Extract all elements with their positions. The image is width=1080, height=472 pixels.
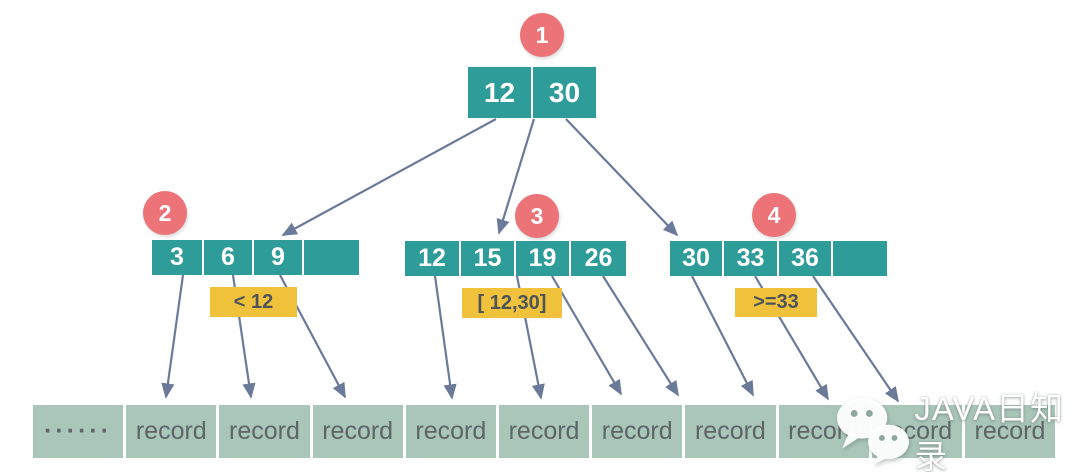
record-cell: record [219, 405, 310, 458]
key-cell: 30 [533, 67, 596, 118]
key-cell: 15 [461, 241, 514, 276]
key-cell-empty [833, 241, 887, 276]
key-cell: 3 [152, 240, 202, 275]
record-cell: record [405, 405, 496, 458]
record-cell: record [312, 405, 403, 458]
root-node: 12 30 [468, 67, 596, 118]
key-cell-empty [304, 240, 359, 275]
key-cell: 30 [670, 241, 722, 276]
record-cell: record [964, 405, 1056, 458]
key-cell: 19 [516, 241, 569, 276]
child-node-right: 30 33 36 [670, 241, 887, 276]
key-cell: 26 [571, 241, 626, 276]
step-badge-4: 4 [752, 193, 796, 237]
record-cell: record [498, 405, 590, 458]
key-cell: 36 [779, 241, 831, 276]
record-cell-ellipsis: ······ [33, 405, 124, 458]
step-badge-2: 2 [143, 191, 187, 235]
key-cell: 12 [468, 67, 531, 118]
record-cell: record [685, 405, 776, 458]
record-row: ······ record record record record recor… [33, 405, 1056, 458]
record-cell: record [871, 405, 962, 458]
record-cell: record [126, 405, 217, 458]
record-cell: record [592, 405, 683, 458]
key-cell: 33 [724, 241, 777, 276]
watermark-text: JAVA日知录 [914, 390, 1065, 472]
step-badge-3: 3 [515, 194, 559, 238]
watermark: JAVA日知录 [833, 382, 1080, 472]
range-label-left: < 12 [210, 287, 297, 317]
key-cell: 9 [254, 240, 302, 275]
wechat-icon [836, 397, 910, 465]
child-node-left: 3 6 9 [152, 240, 359, 275]
child-node-middle: 12 15 19 26 [405, 241, 626, 276]
range-label-middle: [ 12,30] [462, 288, 562, 318]
key-cell: 12 [405, 241, 459, 276]
range-label-right: >=33 [735, 288, 817, 317]
step-badge-1: 1 [520, 13, 564, 57]
key-cell: 6 [204, 240, 252, 275]
